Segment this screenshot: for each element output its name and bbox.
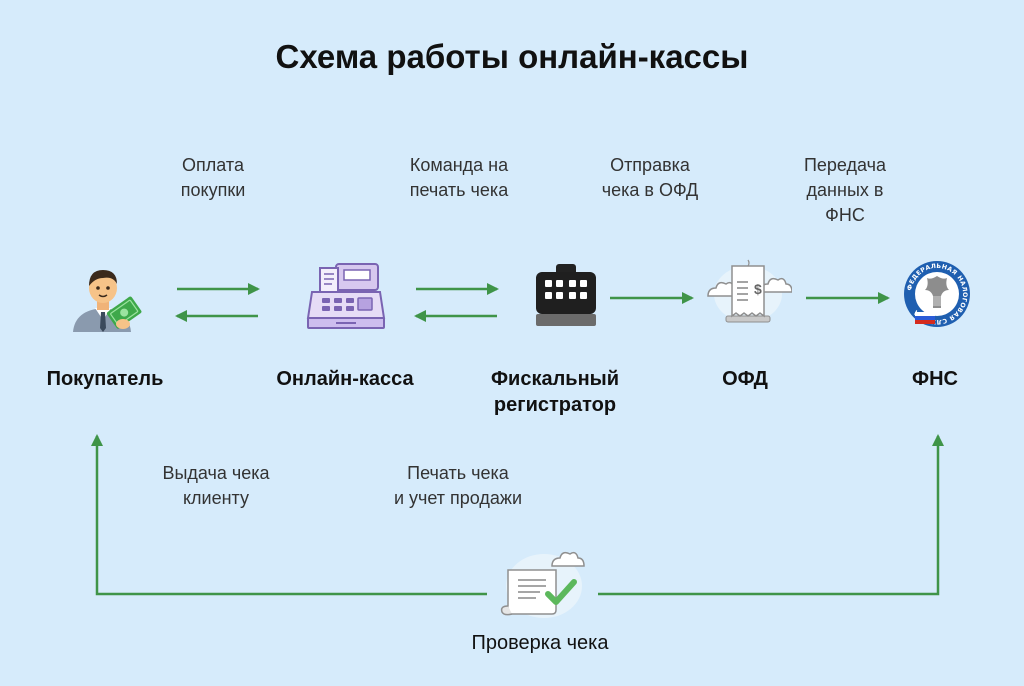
caption-send-ofd: Отправка чека в ОФД [601, 155, 699, 200]
receipt-check-icon [500, 551, 585, 618]
cash-register-icon [306, 263, 386, 329]
arrow-check-to-buyer [91, 434, 487, 596]
svg-text:$: $ [754, 281, 762, 297]
caption-issue-check: Выдача чека клиенту [162, 463, 270, 508]
fns-emblem-icon: ФЕДЕРАЛЬНАЯ НАЛОГОВАЯ СЛУЖБА [904, 261, 970, 327]
caption-transfer-fns: Передача данных в ФНС [803, 155, 887, 225]
page-title: Схема работы онлайн-кассы [275, 38, 749, 75]
receipt-cloud-icon: $ [707, 259, 792, 323]
node-label-check: Проверка чека [471, 632, 609, 654]
node-label-cashbox: Онлайн-касса [276, 368, 414, 390]
arrow-check-to-fns [598, 434, 944, 596]
node-label-fiscal: Фискальный регистратор [490, 368, 620, 416]
node-label-fns: ФНС [912, 368, 958, 390]
node-label-buyer: Покупатель [46, 368, 164, 390]
fiscal-registrar-icon [536, 264, 596, 326]
node-label-ofd: ОФД [722, 368, 768, 390]
caption-print-command: Команда на печать чека [409, 155, 509, 200]
caption-print-record: Печать чека и учет продажи [393, 463, 523, 508]
caption-payment: Оплата покупки [180, 155, 246, 200]
buyer-icon [73, 270, 142, 332]
